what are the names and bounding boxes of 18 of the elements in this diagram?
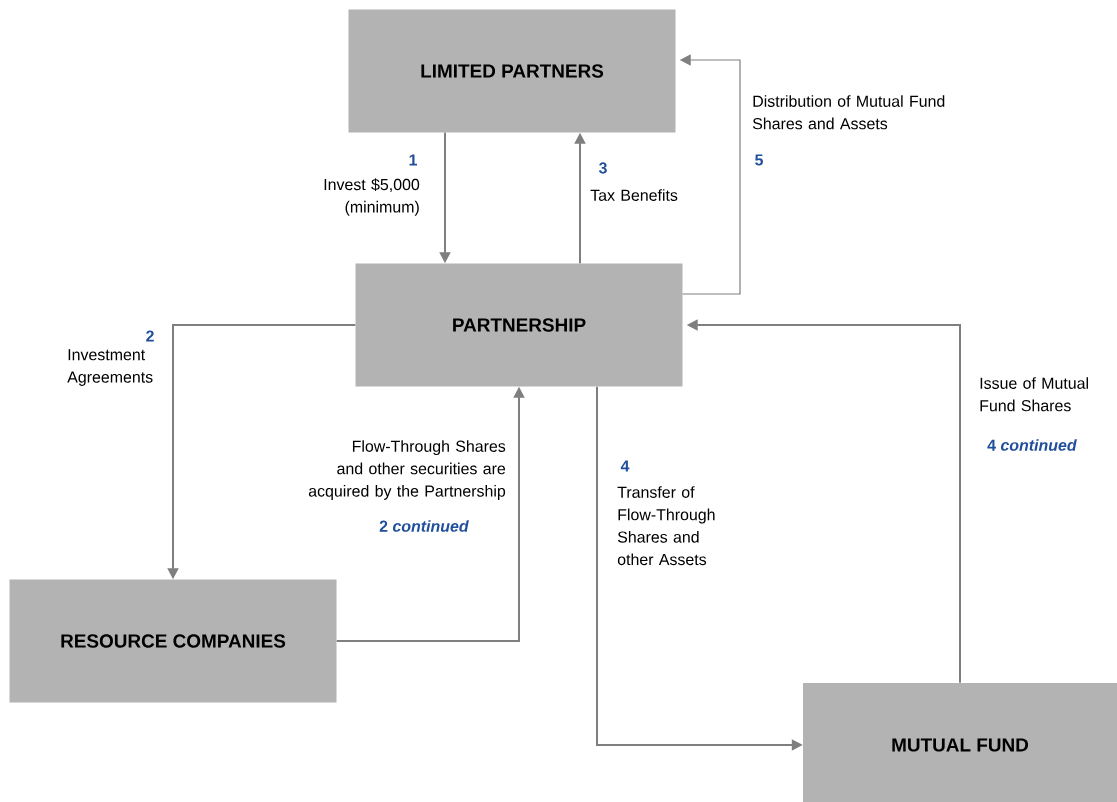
- edge-label: Tax Benefits: [590, 189, 678, 201]
- process-box: MUTUAL FUND: [803, 683, 1117, 802]
- step-number: 2 continued: [379, 520, 469, 532]
- edge-label: Investment Agreements: [67, 349, 153, 386]
- process-box: RESOURCE COMPANIES: [9, 579, 337, 703]
- edge-label: Issue of Mutual Fund Shares: [980, 377, 1088, 412]
- step-number: 2: [146, 330, 154, 342]
- step-number: 1: [409, 154, 417, 166]
- process-box: PARTNERSHIP: [355, 263, 683, 387]
- step-number: 4: [620, 460, 630, 472]
- step-number: 5: [755, 154, 763, 166]
- step-number: 4 continued: [987, 439, 1077, 451]
- edge-label: Invest $5,000 (minimum): [324, 178, 420, 216]
- edge-label: Flow-Through Shares and other securities are acquired by the Partnership: [308, 440, 506, 500]
- edge-label: Distribution of Mutual Fund Shares and Assets: [752, 95, 945, 130]
- edge-label: Transfer of Flow-Through Shares and other Assets: [617, 486, 715, 566]
- process-box: LIMITED PARTNERS: [348, 9, 676, 133]
- step-number: 3: [598, 162, 607, 174]
